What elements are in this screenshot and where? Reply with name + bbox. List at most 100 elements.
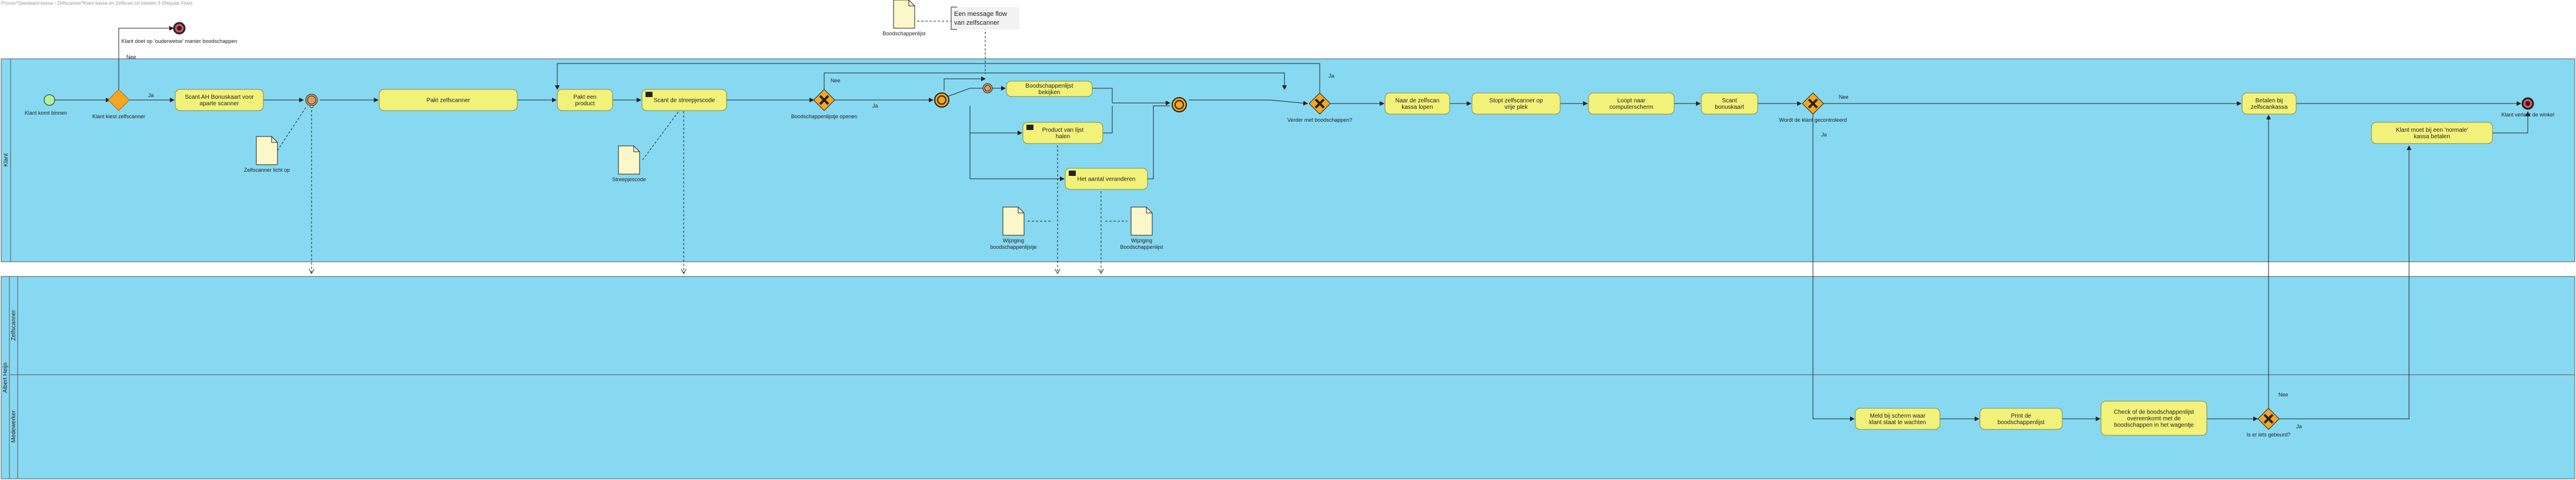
- gateway-g5-label: Is er iets gebeurd?: [2247, 432, 2291, 438]
- task-t9-label: Stopt zelfscanner op: [1489, 98, 1543, 104]
- assoc-d1: [275, 105, 307, 155]
- lane-medewerker-name: Medewerker: [11, 410, 17, 443]
- flow-label-nee-g1: Nee: [126, 54, 136, 60]
- gateway-g2-label: Boodschappenlijstje openen: [791, 114, 858, 119]
- gateway-g4-label: Wordt de klant gecontroleerd: [1779, 117, 1846, 123]
- data-object-d5[interactable]: Boodschappenlijst: [882, 0, 926, 36]
- pool-albert-heijn-name: Albert Heijn: [2, 362, 9, 393]
- flow-ev2-g3: [1189, 99, 1308, 106]
- end-event-top[interactable]: Klant doet op 'ouderwetse' manier boodsc…: [121, 22, 237, 44]
- flow-t13-end: [2493, 111, 2530, 134]
- data-objects: Zelfscanner licht op StreepjescodeWijzigi…: [244, 0, 1163, 250]
- task-type-icon: [1069, 171, 1076, 176]
- task-t4[interactable]: Scant de streepjescode: [641, 89, 727, 111]
- flow-label-ja-g3: Ja: [1329, 73, 1334, 79]
- end-event-main[interactable]: Klant verlaat de winkel: [2501, 97, 2554, 118]
- task-type-icon: [645, 92, 653, 97]
- task-t14-label: Meld bij scherm waar: [1870, 413, 1926, 419]
- task-t1-label: Scant AH Bonuskaart voor: [185, 94, 254, 101]
- task-t11-label: bonuskaart: [1715, 104, 1744, 111]
- task-t16-label: boodschappen in het wagentje: [2114, 422, 2194, 429]
- gateway-g1[interactable]: Klant kiest zelfscanner: [92, 89, 145, 119]
- task-t9-label: vrije plek: [1504, 104, 1528, 111]
- task-t15-label: boodschappenlijst: [1998, 419, 2045, 426]
- flow-ev-interm: [944, 76, 986, 91]
- gateway-g2[interactable]: Boodschappenlijstje openen: [791, 89, 858, 119]
- task-t6-label: Product van lijst: [1042, 127, 1084, 134]
- text-annotation: Een message flow van zelfscanner: [951, 6, 1019, 30]
- flow-t6-ev2: [1103, 106, 1113, 134]
- task-t3-label: product: [575, 101, 595, 107]
- task-t1-label: aparte scanner: [200, 101, 239, 107]
- flow-label-ja-g1: Ja: [148, 92, 154, 98]
- assoc-d2: [642, 106, 683, 161]
- flow-label-ja-g2: Ja: [872, 103, 878, 109]
- task-t3-label: Pakt een: [573, 94, 596, 101]
- flow-g3-ja-t3: [555, 63, 1320, 94]
- flow-label-nee-g5: Nee: [2279, 392, 2289, 398]
- data-object-d1-label: Zelfscanner licht op: [244, 167, 290, 173]
- gateway-g3-label: Verder met boodschappen?: [1287, 117, 1353, 123]
- gateway-g1-label: Klant kiest zelfscanner: [92, 114, 145, 119]
- task-t14-label: klant staat te wachten: [1869, 419, 1926, 426]
- intermediate-event-1[interactable]: [305, 94, 318, 106]
- task-t4-label: Scant de streepjescode: [654, 98, 715, 104]
- task-t2-label: Pakt zelfscanner: [427, 98, 471, 104]
- task-t2[interactable]: Pakt zelfscanner: [379, 89, 518, 111]
- gateway-g4[interactable]: Wordt de klant gecontroleerd: [1779, 92, 1847, 123]
- task-t7[interactable]: Het aantal veranderen: [1065, 168, 1148, 190]
- task-t8-label: kassa lopen: [1401, 104, 1433, 111]
- data-object-d2[interactable]: Streepjescode: [612, 145, 646, 182]
- intermediate-event-4[interactable]: [1172, 97, 1187, 112]
- intermediate-event-2[interactable]: [934, 92, 949, 108]
- pool-klant-name: Klant: [3, 153, 9, 166]
- data-object-d1[interactable]: Zelfscanner licht op: [244, 136, 290, 173]
- annotation-line-2: van zelfscanner: [954, 19, 999, 26]
- message-flows: [275, 21, 1128, 274]
- annotation-line-1: Een message flow: [954, 11, 1007, 18]
- task-t5-label: Boodschappenlijst: [1025, 83, 1073, 89]
- task-t5-label: bekijken: [1039, 89, 1060, 96]
- task-t6-label: halen: [1056, 134, 1070, 140]
- flow-ev-t5: [947, 86, 1006, 97]
- lane-zelfscanner-name: Zelfscanner: [11, 309, 17, 341]
- flow-label-ja-g4: Ja: [1821, 132, 1827, 138]
- data-object-d3-label: Wijziging: [1003, 238, 1024, 244]
- task-t12-label: zelfscankassa: [2251, 104, 2288, 111]
- end-event-top-label: Klant doet op 'ouderwetse' manier boodsc…: [121, 38, 237, 44]
- flow-g4-ja-t14: [1812, 114, 1855, 421]
- task-t15-label: Print de: [2011, 413, 2032, 419]
- gateway-g3[interactable]: Verder met boodschappen?: [1287, 92, 1353, 123]
- flow-label-nee-g2: Nee: [831, 78, 841, 84]
- intermediate-event-3[interactable]: [982, 83, 993, 94]
- task-t16-label: overeenkomt met de: [2127, 416, 2181, 422]
- task-t16-label: Check of de boodschappenlijst: [2114, 409, 2194, 416]
- pool-albert-heijn: Albert Heijn Zelfscanner Medewerker: [1, 276, 2575, 479]
- task-t7-label: Het aantal veranderen: [1078, 176, 1136, 183]
- start-event[interactable]: Klant komt binnen: [25, 94, 67, 116]
- task-t13[interactable]: Klant moet bij een 'normale'kassa betale…: [2371, 122, 2493, 144]
- data-object-d5-label: Boodschappenlijst: [882, 31, 926, 36]
- flow-t7-ev2: [1148, 105, 1170, 179]
- task-type-icon: [1026, 125, 1033, 130]
- flow-g5-ja-t13: [2279, 145, 2411, 419]
- gateway-g5[interactable]: Is er iets gebeurd?: [2247, 408, 2291, 438]
- page-title: Proces*Standaard kassa / Zelfscanner*Kla…: [1, 1, 193, 6]
- task-t11-label: Scant: [1722, 98, 1737, 104]
- task-t8[interactable]: Naar de zelfscankassa lopen: [1384, 92, 1450, 115]
- task-t10-label: computerscherm: [1610, 104, 1653, 111]
- task-t16[interactable]: Check of de boodschappenlijstovereenkomt…: [2100, 401, 2207, 436]
